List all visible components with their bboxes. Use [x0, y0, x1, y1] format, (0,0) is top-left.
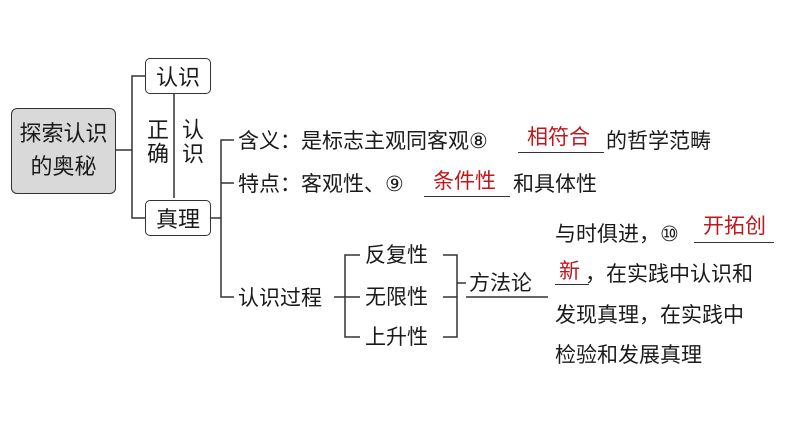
note-line1-prefix: 与时俱进，⑩ — [555, 222, 679, 246]
meaning-suffix: 的哲学范畴 — [606, 129, 711, 153]
zhenli-label: 真理 — [155, 208, 200, 233]
meaning-prefix: 含义：是标志主观同客观⑧ — [238, 129, 488, 153]
process-label: 认识过程 — [238, 286, 322, 310]
process-item-repetitive: 反复性 — [365, 243, 428, 267]
methodology-label: 方法论 — [469, 271, 532, 295]
feature-answer: 条件性 — [433, 169, 496, 193]
root-title-line1: 探索认识 — [19, 122, 108, 147]
cognition-vertical-label: 认识 — [178, 118, 203, 166]
root-title-line2: 的奥秘 — [30, 155, 97, 180]
note-line2-suffix: ，在实践中认识和 — [585, 262, 753, 286]
note-line4: 检验和发展真理 — [555, 343, 702, 367]
renshi-label: 认识 — [155, 66, 200, 91]
zhenli-node: 真理 — [145, 200, 211, 236]
note-line1-answer: 开拓创 — [703, 214, 766, 238]
feature-answer-underline — [424, 196, 510, 197]
feature-suffix: 和具体性 — [513, 172, 597, 196]
note-line2-answer: 新 — [559, 259, 580, 283]
correct-vertical-label: 正确 — [143, 118, 168, 166]
process-item-infinite: 无限性 — [365, 285, 428, 309]
note-line3: 发现真理，在实践中 — [555, 303, 744, 327]
meaning-answer-underline — [518, 152, 604, 153]
note-line2-underline — [555, 284, 589, 285]
process-item-ascending: 上升性 — [365, 325, 428, 349]
renshi-node: 认识 — [145, 58, 211, 94]
note-line1-underline — [694, 242, 774, 243]
root-node: 探索认识 的奥秘 — [11, 108, 116, 194]
meaning-answer: 相符合 — [527, 125, 590, 149]
feature-prefix: 特点：客观性、⑨ — [238, 172, 404, 196]
